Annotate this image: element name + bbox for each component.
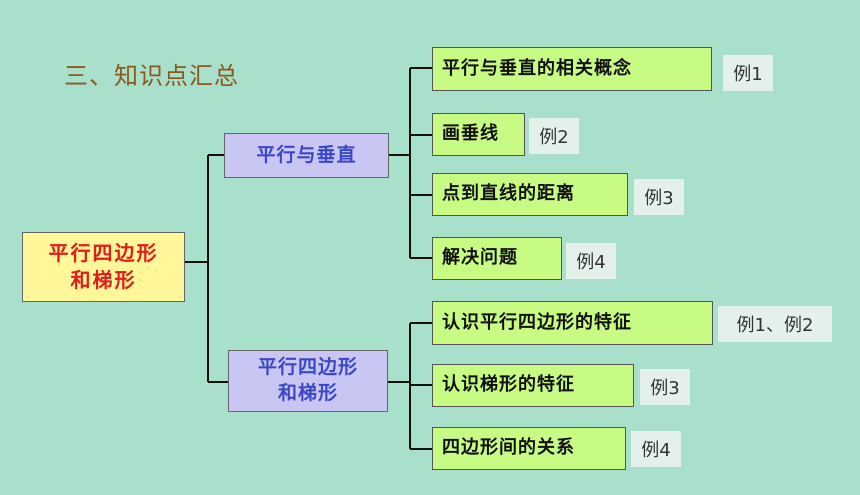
root-node: 平行四边形 和梯形: [22, 232, 185, 302]
leaf-parallelogram-features: 认识平行四边形的特征: [432, 301, 713, 345]
branch-label-line1: 平行四边形: [257, 356, 358, 379]
leaf-trapezoid-features: 认识梯形的特征: [432, 364, 634, 407]
example-label: 例2: [529, 118, 579, 154]
leaf-quadrilateral-relations: 四边形间的关系: [432, 427, 626, 470]
example-label: 例4: [566, 243, 616, 279]
leaf-draw-perpendicular: 画垂线: [432, 113, 525, 156]
branch-parallel-perpendicular: 平行与垂直: [224, 133, 389, 178]
root-node-line1: 平行四边形: [48, 241, 159, 265]
leaf-point-line-distance: 点到直线的距离: [432, 173, 628, 216]
example-label: 例1、例2: [718, 306, 832, 342]
leaf-concepts: 平行与垂直的相关概念: [432, 47, 712, 91]
example-label: 例3: [640, 369, 690, 405]
page-title: 三、知识点汇总: [64, 62, 239, 90]
root-node-line2: 和梯形: [70, 268, 137, 292]
branch-label-line2: 和梯形: [277, 382, 338, 404]
example-label: 例4: [631, 431, 681, 467]
example-label: 例3: [634, 179, 684, 215]
example-label: 例1: [723, 55, 773, 91]
leaf-problem-solving: 解决问题: [432, 237, 562, 280]
branch-parallelogram-trapezoid: 平行四边形 和梯形: [228, 350, 388, 412]
